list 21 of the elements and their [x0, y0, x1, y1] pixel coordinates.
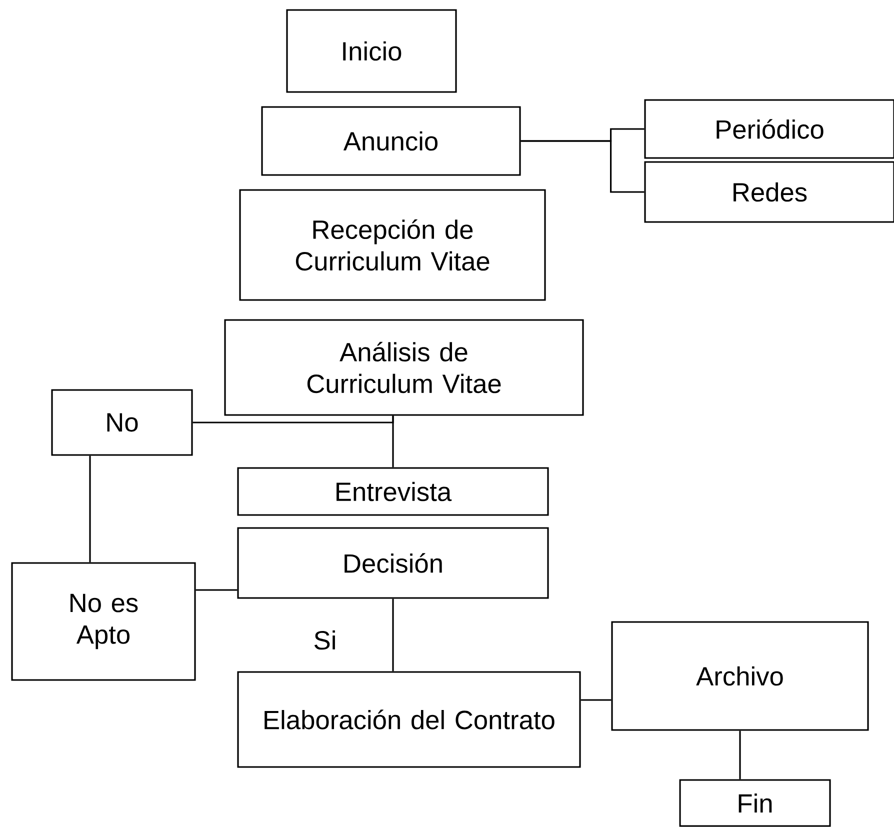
- process-box: Recepción de Curriculum Vitae: [239, 189, 546, 301]
- process-box: Archivo: [611, 621, 869, 731]
- connector-line: [392, 416, 394, 468]
- process-box: Análisis de Curriculum Vitae: [224, 319, 584, 416]
- process-box: Anuncio: [261, 106, 521, 176]
- process-box: Fin: [679, 779, 831, 827]
- process-box: Periódico: [644, 99, 894, 159]
- edge-label: Si: [312, 628, 338, 652]
- connector-line: [392, 598, 394, 672]
- connector-line: [580, 699, 612, 701]
- connector-line: [739, 730, 741, 780]
- process-box: No: [51, 389, 193, 456]
- process-box: Redes: [644, 161, 894, 223]
- process-box: Decisión: [237, 527, 549, 599]
- process-box: Elaboración del Contrato: [237, 671, 581, 768]
- connector-line: [520, 140, 644, 193]
- process-box: No es Apto: [11, 562, 196, 681]
- process-box: Entrevista: [237, 467, 549, 516]
- connector-line: [196, 589, 238, 591]
- process-box: Inicio: [286, 9, 457, 93]
- connector-line: [89, 456, 91, 562]
